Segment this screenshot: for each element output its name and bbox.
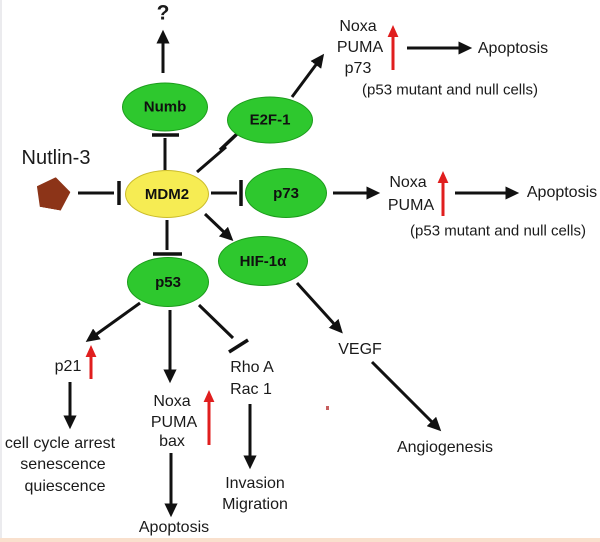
p73-target-gene: Noxa: [389, 174, 427, 191]
node-hif1a-label: HIF-1α: [239, 252, 287, 270]
node-p53-label: p53: [155, 273, 181, 291]
tbar-mdm2-numb: [152, 133, 179, 170]
p21-outcome: senescence: [20, 456, 106, 473]
nutlin3-label: Nutlin-3: [21, 147, 91, 169]
tbar-p53-rhoa: [197, 303, 249, 354]
p21-label: p21: [54, 358, 82, 375]
p53-target-gene: Noxa: [153, 393, 191, 410]
vegf-label: VEGF: [338, 341, 382, 358]
p53-target-gene: PUMA: [150, 414, 198, 431]
node-mdm2: MDM2: [125, 170, 209, 218]
node-p73: p73: [245, 168, 327, 218]
node-e2f1-label: E2F-1: [249, 111, 291, 129]
node-p73-label: p73: [273, 184, 299, 202]
p53-status-caption-mid: (p53 mutant and null cells): [410, 222, 586, 240]
tbar-nutlin3-mdm2: [78, 181, 121, 205]
e2f1-target-gene: Noxa: [339, 18, 377, 35]
rho-outcome: Invasion: [225, 475, 285, 492]
apoptosis-label-mid: Apoptosis: [526, 184, 598, 201]
e2f1-target-gene: PUMA: [336, 39, 384, 56]
tbar-mdm2-e2f1: [196, 131, 240, 174]
rho-gene: Rac 1: [230, 381, 272, 398]
p53-target-gene: bax: [159, 433, 185, 450]
p53-status-caption-top: (p53 mutant and null cells): [362, 81, 538, 99]
p21-outcome: quiescence: [24, 478, 106, 495]
apoptosis-label-top: Apoptosis: [477, 40, 549, 57]
node-numb-label: Numb: [143, 98, 187, 116]
rho-gene: Rho A: [230, 359, 274, 376]
arrow-e2f1-targets: [290, 53, 325, 98]
rho-outcome: Migration: [222, 496, 288, 513]
tbar-mdm2-p53: [153, 220, 182, 256]
node-numb: Numb: [122, 82, 208, 132]
apoptosis-label-bottom: Apoptosis: [138, 519, 210, 536]
arrow-vegf-angiogenesis: [370, 360, 442, 432]
arrow-mdm2-hif1a: [203, 212, 234, 242]
angiogenesis-label: Angiogenesis: [396, 439, 494, 456]
arrow-hif1a-vegf: [295, 281, 343, 334]
node-e2f1: E2F-1: [227, 96, 313, 144]
bottom-edge-strip: [0, 538, 600, 542]
red-speck-artifact: [326, 406, 329, 410]
node-hif1a: HIF-1α: [218, 236, 308, 286]
unknown-target-label: ?: [156, 1, 170, 25]
node-mdm2-label: MDM2: [144, 185, 190, 203]
e2f1-target-gene: p73: [344, 60, 372, 77]
node-p53: p53: [127, 257, 209, 307]
p21-outcome: cell cycle arrest: [4, 435, 116, 452]
p73-target-gene: PUMA: [387, 197, 435, 214]
arrow-p53-p21: [85, 301, 141, 342]
left-edge-strip: [0, 0, 2, 542]
tbar-mdm2-p73: [211, 180, 243, 206]
